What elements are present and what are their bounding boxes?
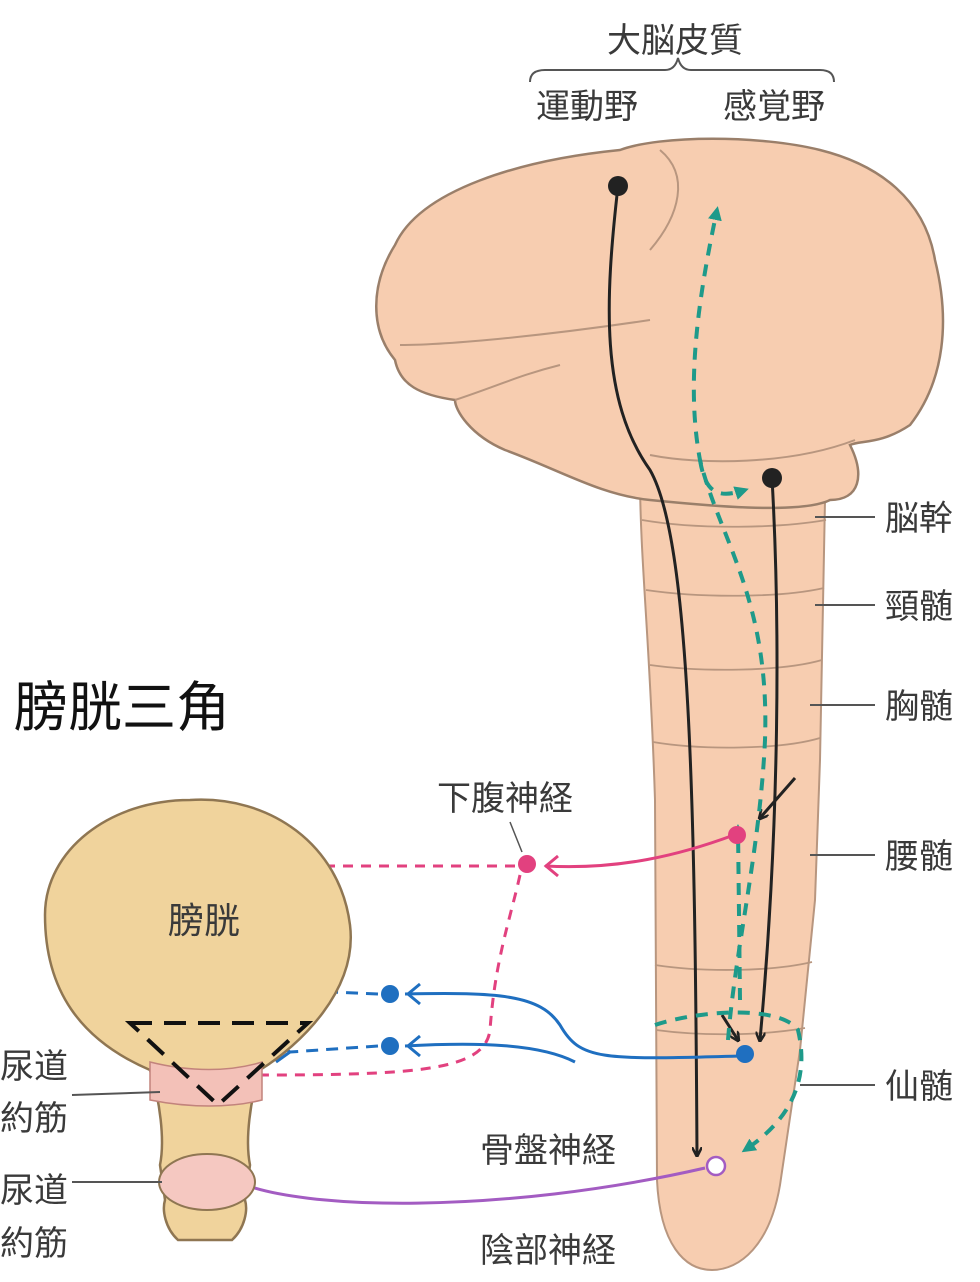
cortex-motor-neuron: [608, 176, 628, 196]
internal-sphincter-label-line2: 約筋: [0, 1099, 68, 1139]
lumbar-label: 腰髄: [885, 837, 953, 877]
hypogastric-ganglion: [518, 855, 536, 873]
cortex-heading: 大脳皮質: [607, 21, 743, 61]
pudendal-nerve-label: 陰部神経: [480, 1231, 616, 1271]
bladder-label: 膀胱: [168, 901, 240, 942]
lumbar-sympathetic-neuron: [728, 826, 746, 844]
internal-sphincter-leader: [72, 1092, 160, 1095]
cervical-label: 頸髄: [885, 587, 953, 627]
pelvic-ganglion-lower: [381, 1037, 399, 1055]
external-sphincter-label-line1: 尿道: [0, 1171, 68, 1211]
external-sphincter-ring: [159, 1154, 255, 1210]
pudendal-nerve-line: [238, 1168, 705, 1203]
sacral-label: 仙髄: [885, 1067, 953, 1107]
page-title: 膀胱三角: [14, 676, 230, 739]
pelvic-ganglion-upper: [381, 985, 399, 1003]
bladder: [45, 800, 351, 1240]
brainstem-label: 脳幹: [885, 499, 953, 539]
sensory-area-label: 感覚野: [723, 87, 825, 127]
brainstem-neuron: [762, 468, 782, 488]
brain: [376, 139, 943, 508]
sacral-parasympathetic-neuron: [736, 1045, 754, 1063]
internal-sphincter-label-line1: 尿道: [0, 1047, 68, 1087]
cortex-bracket: [530, 58, 834, 82]
sacral-somatic-neuron: [707, 1157, 725, 1175]
thoracic-label: 胸髄: [885, 687, 953, 727]
motor-area-label: 運動野: [536, 87, 638, 127]
hypogastric-leader: [510, 822, 522, 852]
pelvic-nerve-label: 骨盤神経: [480, 1131, 616, 1171]
hypogastric-nerve-label: 下腹神経: [437, 779, 573, 819]
external-sphincter-label-line2: 約筋: [0, 1224, 68, 1264]
spinal-cord: [640, 475, 825, 1270]
